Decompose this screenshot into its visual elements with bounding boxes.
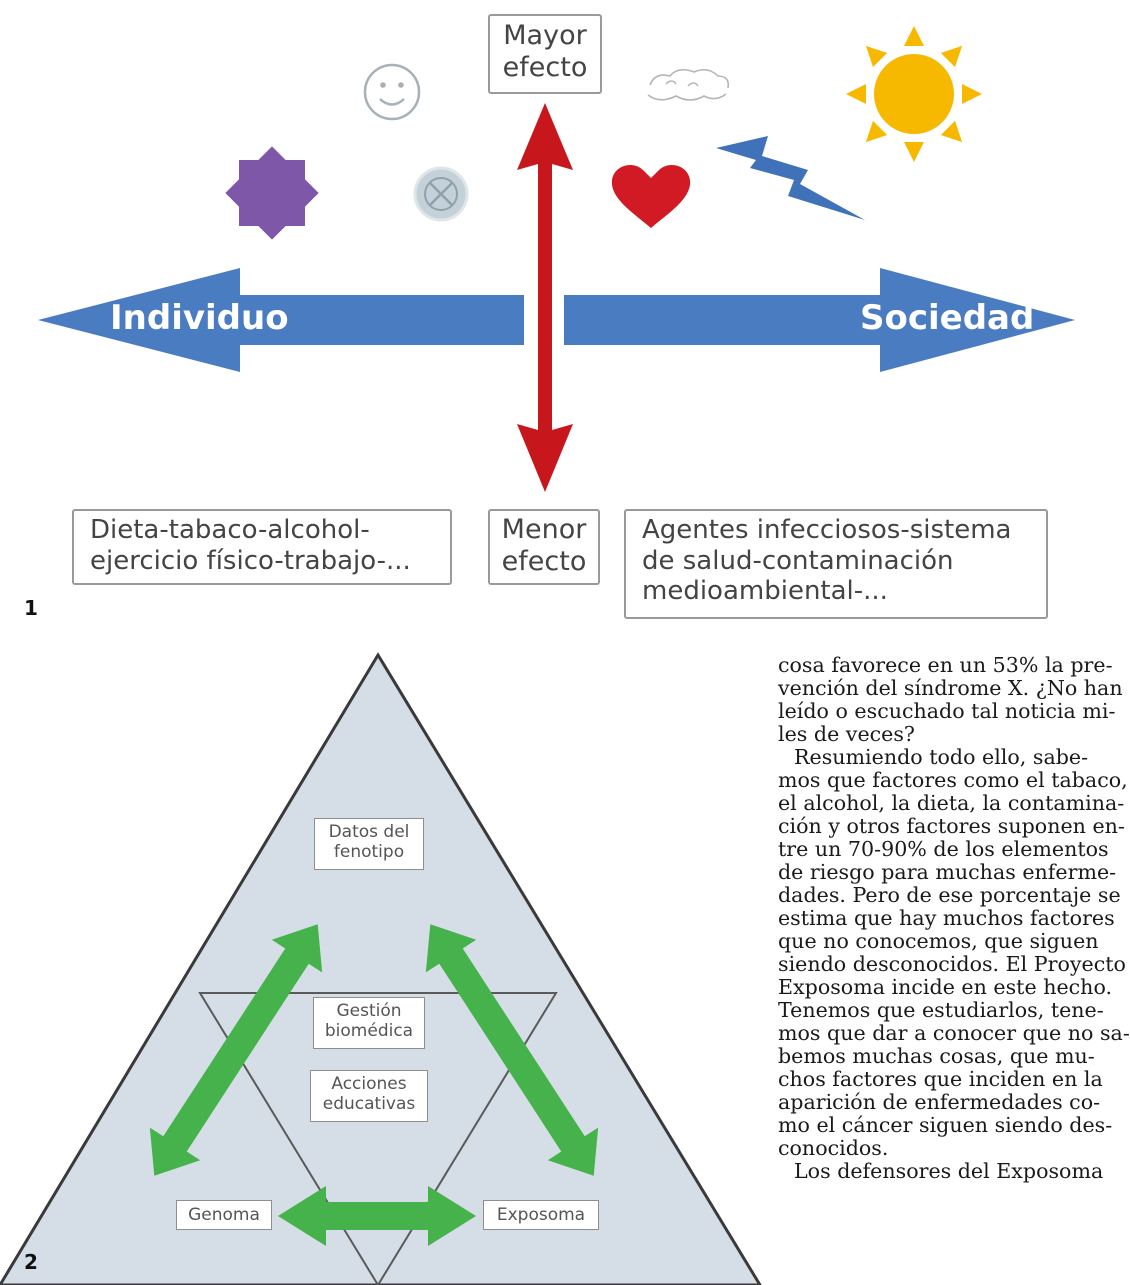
label-biomedical-management-line: biomédica — [324, 1021, 414, 1042]
box-mayor-efecto: Mayor efecto — [488, 14, 602, 94]
article-line: que no conocemos, que siguen — [778, 929, 1099, 953]
article-line: tre un 70-90% de los elementos — [778, 837, 1109, 861]
article-text-column: cosa favorece en un 53% la pre- vención … — [778, 653, 1130, 1285]
article-line: aparición de enfermedades co- — [778, 1090, 1101, 1114]
figure-1: Individuo Sociedad Mayor efecto Dieta-ta… — [0, 0, 1075, 640]
article-line: mos que factores como el tabaco, — [778, 768, 1128, 792]
article-line: Exposoma incide en este hecho. — [778, 975, 1113, 999]
article-paragraph: cosa favorece en un 53% la pre- vención … — [778, 653, 1130, 1183]
article-line: ción y otros factores suponen en- — [778, 814, 1125, 838]
box-menor-efecto-line: efecto — [501, 545, 587, 577]
box-individual-factors: Dieta-tabaco-alcohol- ejercicio físico-t… — [72, 509, 452, 585]
label-educational-actions: Acciones educativas — [310, 1070, 428, 1122]
article-line: estima que hay muchos factores — [778, 906, 1115, 930]
green-arrow-left — [149, 924, 323, 1176]
article-line: conocidos. — [778, 1136, 889, 1160]
article-line: chos factores que inciden en la — [778, 1067, 1103, 1091]
article-line: bemos muchas cosas, que mu- — [778, 1044, 1095, 1068]
article-line: dades. Pero de ese porcentaje se — [778, 883, 1121, 907]
article-line: siendo desconocidos. El Proyecto — [778, 952, 1126, 976]
article-line: les de veces? — [778, 722, 915, 746]
arrow-vertical-efecto — [517, 103, 573, 492]
cloud-icon — [647, 68, 730, 101]
outer-triangle — [0, 652, 762, 1285]
label-educational-actions-line: educativas — [322, 1094, 416, 1115]
box-social-factors-line: de salud-contaminación — [642, 545, 954, 576]
smiley-icon — [363, 63, 421, 121]
box-social-factors-line: medioambiental-... — [642, 576, 888, 607]
arrow-left-individuo — [38, 268, 524, 372]
box-social-factors-line: Agentes infecciosos-sistema — [642, 515, 1012, 545]
star-icon — [225, 146, 319, 240]
article-line: el alcohol, la dieta, la contamina- — [778, 791, 1125, 815]
label-genome: Genoma — [176, 1200, 272, 1230]
article-line: Resumiendo todo ello, sabe- — [794, 745, 1089, 769]
label-phenotype-data-line: Datos del — [328, 822, 410, 842]
box-mayor-efecto-line: efecto — [502, 51, 588, 83]
box-individual-factors-line: Dieta-tabaco-alcohol- — [90, 515, 370, 545]
article-line: cosa favorece en un 53% la pre- — [778, 653, 1113, 677]
box-social-factors: Agentes infecciosos-sistema de salud-con… — [624, 509, 1048, 619]
figure-1-graphics — [38, 26, 1075, 492]
label-biomedical-management-line: Gestión — [336, 1001, 402, 1021]
inner-triangle — [198, 992, 558, 1285]
box-menor-efecto: Menor efecto — [488, 509, 600, 585]
lightning-icon — [716, 136, 865, 220]
article-line: vención del síndrome X. ¿No han — [778, 676, 1123, 700]
arrow-right-sociedad — [564, 268, 1075, 372]
box-menor-efecto-line: Menor — [501, 514, 587, 545]
article-line: mos que dar a conocer que no sa- — [778, 1021, 1130, 1045]
figure-2-number: 2 — [24, 1250, 38, 1274]
green-arrow-right — [425, 924, 599, 1176]
article-line: de riesgo para muchas enferme- — [778, 860, 1117, 884]
arrow-label-individuo: Individuo — [110, 298, 289, 338]
label-exposome: Exposoma — [483, 1200, 599, 1230]
figure-1-number: 1 — [24, 596, 38, 620]
article-line: Tenemos que estudiarlos, tene- — [778, 998, 1104, 1022]
label-phenotype-data: Datos del fenotipo — [314, 818, 424, 870]
figure-2: Datos del fenotipo Gestión biomédica Acc… — [0, 640, 762, 1285]
label-biomedical-management: Gestión biomédica — [313, 997, 425, 1049]
box-individual-factors-line: ejercicio físico-trabajo-... — [90, 545, 411, 576]
article-line: mo el cáncer siguen siendo des- — [778, 1113, 1113, 1137]
arrow-label-sociedad: Sociedad — [860, 298, 1035, 338]
sun-icon — [846, 26, 982, 162]
label-educational-actions-line: Acciones — [331, 1074, 407, 1094]
green-arrow-bottom — [278, 1186, 476, 1246]
article-line: Los defensores del Exposoma — [794, 1159, 1104, 1183]
virus-icon — [413, 166, 469, 222]
heart-icon — [611, 165, 691, 228]
figure-2-graphics — [0, 652, 762, 1285]
box-mayor-efecto-line: Mayor — [503, 20, 587, 51]
article-line: leído o escuchado tal noticia mi- — [778, 699, 1116, 723]
label-phenotype-data-line: fenotipo — [333, 842, 405, 863]
